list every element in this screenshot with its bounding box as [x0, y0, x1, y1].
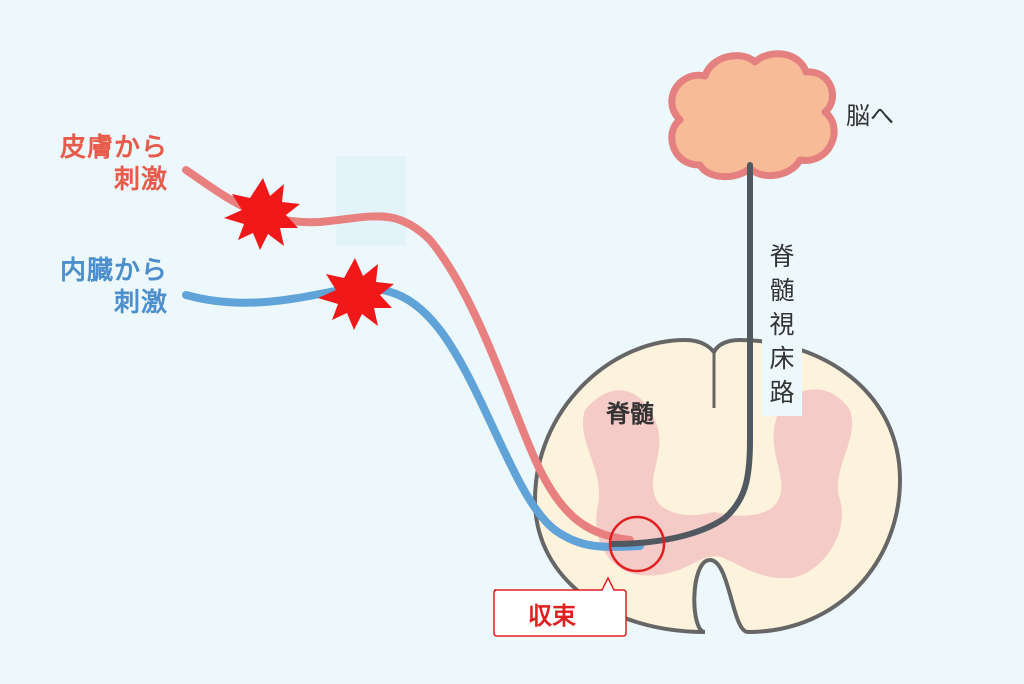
burst-icon: [224, 178, 300, 250]
visceral-stimulus-line1: 内臓から: [59, 256, 168, 286]
visceral-stimulus-line2: 刺激: [113, 288, 168, 318]
gray-matter: [582, 389, 853, 579]
to-brain-label: 脳へ: [846, 102, 894, 130]
tract-char: 床: [769, 344, 795, 373]
skin-stimulus-label: 皮膚から 刺激: [28, 132, 168, 196]
skin-stimulus-line1: 皮膚から: [59, 133, 168, 163]
skin-stimulus-line2: 刺激: [113, 165, 168, 195]
visceral-nerve-path: [182, 284, 644, 551]
convergence-callout-box: [493, 576, 627, 637]
spinal-cord-label: 脊髄: [606, 400, 654, 428]
convergence-circle: [608, 515, 666, 573]
spinothalamic-tract-path: [609, 162, 753, 547]
tract-char: 路: [769, 378, 795, 407]
background-panel: [336, 156, 406, 246]
tract-char: 視: [769, 310, 795, 339]
tract-char: 脊: [769, 242, 795, 271]
visceral-stimulus-label: 内臓から 刺激: [28, 255, 168, 319]
spinal-cord-section: [532, 337, 903, 635]
brain-icon: [668, 50, 838, 181]
spinothalamic-tract-label: 脊 髄 視 床 路: [762, 234, 802, 416]
tract-char: 髄: [769, 276, 795, 305]
convergence-label: 収束: [528, 602, 576, 630]
burst-icon: [318, 258, 394, 330]
